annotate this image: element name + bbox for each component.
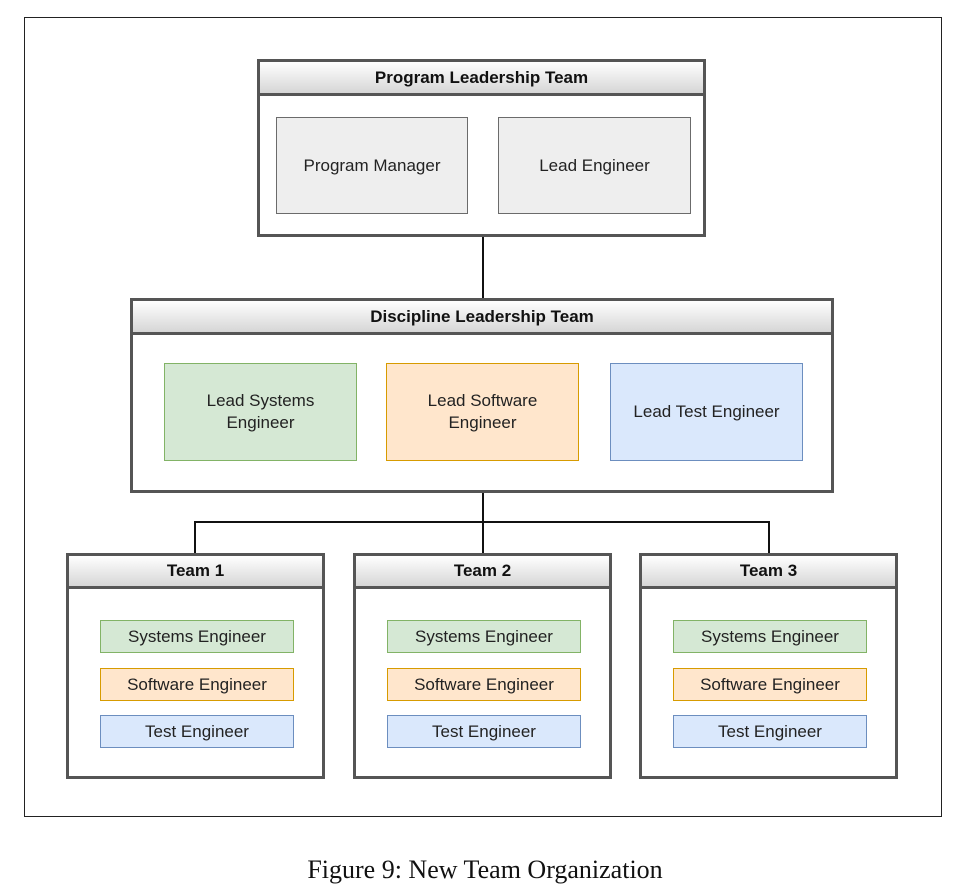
team-1-test-engineer: Test Engineer bbox=[100, 715, 294, 748]
team-2-title: Team 2 bbox=[356, 556, 609, 589]
team-1-software-engineer: Software Engineer bbox=[100, 668, 294, 701]
connector-discipline-stem bbox=[482, 491, 484, 555]
team-2-group: Team 2 Systems Engineer Software Enginee… bbox=[353, 553, 612, 779]
team-2-software-engineer: Software Engineer bbox=[387, 668, 581, 701]
team-1-title: Team 1 bbox=[69, 556, 322, 589]
lead-software-engineer-box: Lead Software Engineer bbox=[386, 363, 579, 461]
team-3-test-engineer: Test Engineer bbox=[673, 715, 867, 748]
figure-caption: Figure 9: New Team Organization bbox=[307, 855, 663, 884]
discipline-leadership-title: Discipline Leadership Team bbox=[133, 301, 831, 335]
connector-team-bus bbox=[194, 521, 770, 523]
program-leadership-group: Program Leadership Team Program Manager … bbox=[257, 59, 706, 237]
program-leadership-title: Program Leadership Team bbox=[260, 62, 703, 96]
connector-team-3 bbox=[768, 521, 770, 555]
team-3-group: Team 3 Systems Engineer Software Enginee… bbox=[639, 553, 898, 779]
connector-program-to-discipline bbox=[482, 236, 484, 300]
team-3-systems-engineer: Systems Engineer bbox=[673, 620, 867, 653]
team-2-systems-engineer: Systems Engineer bbox=[387, 620, 581, 653]
team-3-title: Team 3 bbox=[642, 556, 895, 589]
team-3-software-engineer: Software Engineer bbox=[673, 668, 867, 701]
team-1-group: Team 1 Systems Engineer Software Enginee… bbox=[66, 553, 325, 779]
lead-test-engineer-box: Lead Test Engineer bbox=[610, 363, 803, 461]
lead-systems-engineer-box: Lead Systems Engineer bbox=[164, 363, 357, 461]
team-1-systems-engineer: Systems Engineer bbox=[100, 620, 294, 653]
team-2-test-engineer: Test Engineer bbox=[387, 715, 581, 748]
connector-team-1 bbox=[194, 521, 196, 555]
program-manager-box: Program Manager bbox=[276, 117, 468, 214]
diagram-frame bbox=[24, 17, 942, 817]
lead-engineer-box: Lead Engineer bbox=[498, 117, 691, 214]
discipline-leadership-group: Discipline Leadership Team Lead Systems … bbox=[130, 298, 834, 493]
